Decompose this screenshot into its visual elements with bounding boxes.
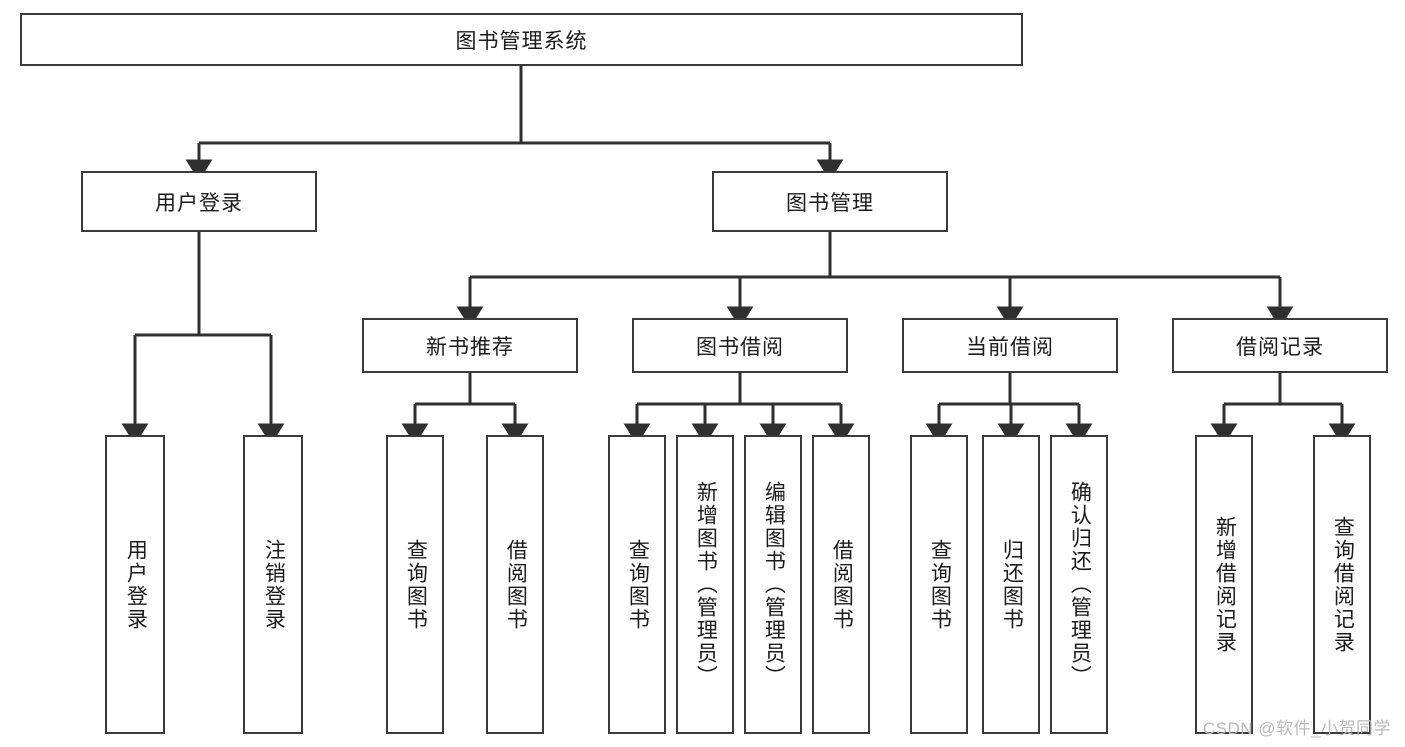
leaf-logout-login[interactable]: 注销登录 [243, 435, 303, 734]
leaf-label: 用户登录 [124, 538, 148, 631]
leaf-return-books[interactable]: 归还图书 [982, 435, 1040, 734]
node-user-login[interactable]: 用户登录 [81, 171, 317, 232]
node-current-borrow[interactable]: 当前借阅 [902, 318, 1118, 373]
leaf-query-books-borrow[interactable]: 查询图书 [608, 435, 666, 734]
leaf-query-borrow-record[interactable]: 查询借阅记录 [1313, 435, 1371, 734]
node-book-management-label: 图书管理 [786, 191, 874, 215]
leaf-label: 借阅图书 [504, 538, 528, 631]
node-book-borrow[interactable]: 图书借阅 [632, 318, 848, 373]
leaf-label: 查询图书 [404, 538, 428, 631]
node-book-management[interactable]: 图书管理 [712, 171, 948, 232]
leaf-label: 确认归还（管理员） [1068, 481, 1092, 688]
node-book-borrow-label: 图书借阅 [696, 335, 784, 359]
node-root-label: 图书管理系统 [455, 29, 588, 53]
leaf-edit-book-admin[interactable]: 编辑图书（管理员） [744, 435, 802, 734]
leaf-label: 归还图书 [1000, 538, 1024, 631]
node-borrow-record-label: 借阅记录 [1236, 335, 1324, 359]
leaf-user-login[interactable]: 用户登录 [105, 435, 165, 734]
leaf-query-books-recommend[interactable]: 查询图书 [386, 435, 444, 734]
leaf-add-book-admin[interactable]: 新增图书（管理员） [676, 435, 734, 734]
node-borrow-record[interactable]: 借阅记录 [1172, 318, 1388, 373]
leaf-borrow-books-recommend[interactable]: 借阅图书 [486, 435, 544, 734]
leaf-label: 新增借阅记录 [1213, 515, 1237, 654]
leaf-add-borrow-record[interactable]: 新增借阅记录 [1195, 435, 1253, 734]
leaf-label: 编辑图书（管理员） [762, 481, 786, 688]
leaf-label: 注销登录 [262, 538, 286, 631]
leaf-label: 借阅图书 [830, 538, 854, 631]
leaf-label: 查询借阅记录 [1331, 515, 1355, 654]
node-user-login-label: 用户登录 [155, 191, 243, 215]
leaf-query-books-current[interactable]: 查询图书 [910, 435, 968, 734]
node-new-book-recommend[interactable]: 新书推荐 [362, 318, 578, 373]
leaf-label: 查询图书 [626, 538, 650, 631]
leaf-label: 查询图书 [928, 538, 952, 631]
node-current-borrow-label: 当前借阅 [966, 335, 1054, 359]
leaf-borrow-books[interactable]: 借阅图书 [812, 435, 870, 734]
watermark: CSDN @软件_小贺同学 [1202, 719, 1391, 738]
node-root[interactable]: 图书管理系统 [20, 13, 1023, 66]
leaf-label: 新增图书（管理员） [694, 481, 718, 688]
node-new-book-recommend-label: 新书推荐 [426, 335, 514, 359]
leaf-confirm-return-admin[interactable]: 确认归还（管理员） [1050, 435, 1108, 734]
